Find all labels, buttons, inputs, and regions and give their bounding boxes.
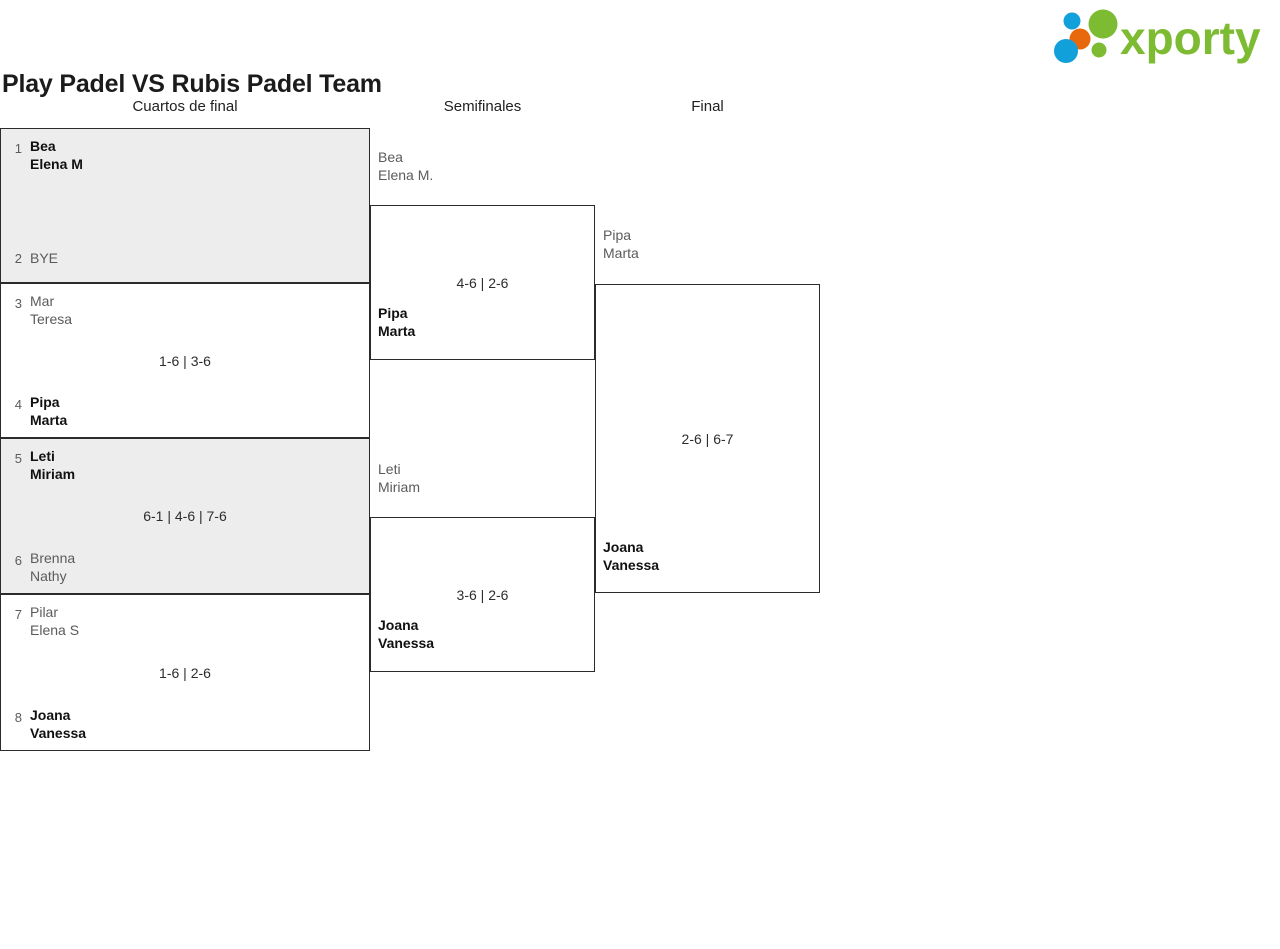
match-entry-top[interactable]: 5 Leti Miriam — [10, 447, 75, 483]
logo-dot-green-small — [1091, 42, 1107, 58]
final-bottom-player: Joana Vanessa — [603, 539, 660, 573]
logo-wordmark: xporty — [1120, 12, 1261, 64]
player-names: Joana Vanessa — [30, 707, 87, 741]
match-score: 1-6 | 2-6 — [159, 664, 211, 681]
seed-number: 5 — [14, 451, 22, 466]
match-score: 6-1 | 4-6 | 7-6 — [143, 508, 227, 524]
match-score: 4-6 | 2-6 — [456, 274, 509, 291]
match-score: 2-6 | 6-7 — [681, 430, 734, 447]
match-entry-bottom[interactable]: 2 BYE — [10, 247, 58, 268]
xporty-logo[interactable]: xporty — [1050, 8, 1276, 68]
match-score: 1-6 | 3-6 — [159, 352, 211, 369]
semifinal-2-top-player: Leti Miriam — [378, 461, 420, 495]
match-final[interactable]: 2-6 | 6-7 — [595, 284, 820, 593]
semifinal-2-bottom-player: Joana Vanessa — [378, 617, 435, 651]
semifinal-1-bottom-player: Pipa Marta — [378, 305, 416, 339]
player-names: BYE — [30, 249, 59, 266]
player-names: Mar Teresa — [30, 293, 73, 327]
logo-dot-blue-top — [1063, 12, 1081, 30]
round-header-semifinals: Semifinales — [443, 98, 522, 115]
player-names: Leti Miriam — [30, 448, 76, 482]
semifinal-1-top-player: Bea Elena M. — [378, 149, 434, 183]
player-names: Pipa Marta — [30, 394, 68, 428]
seed-number: 8 — [14, 710, 22, 725]
seed-number: 6 — [14, 553, 22, 568]
match-entry-top[interactable]: 1 Bea Elena M — [10, 137, 83, 173]
match-entry-top[interactable]: 7 Pilar Elena S — [10, 603, 79, 639]
round-header-final: Final — [691, 98, 724, 115]
seed-number: 3 — [14, 296, 22, 311]
match-semifinal-1[interactable]: 4-6 | 2-6 — [370, 205, 595, 360]
seed-number: 7 — [14, 607, 22, 622]
seed-number: 4 — [14, 397, 22, 412]
seed-number: 2 — [14, 251, 22, 266]
logo-dot-blue-bottom — [1054, 39, 1078, 63]
match-score: 3-6 | 2-6 — [456, 586, 509, 603]
player-names: Bea Elena M — [30, 138, 83, 172]
page-title-line-1: Play Padel VS Rubis Padel Team — [2, 70, 382, 98]
player-names: Brenna Nathy — [30, 550, 76, 584]
match-quarterfinal-1[interactable]: 1 Bea Elena M 2 BYE — [0, 128, 370, 283]
match-entry-bottom[interactable]: 8 Joana Vanessa — [10, 706, 86, 742]
match-entry-bottom[interactable]: 6 Brenna Nathy — [10, 549, 75, 585]
logo-dot-green-large — [1088, 9, 1118, 39]
seed-number: 1 — [14, 141, 22, 156]
match-entry-bottom[interactable]: 4 Pipa Marta — [10, 393, 68, 429]
player-names: Pilar Elena S — [30, 604, 80, 638]
round-header-quarterfinals: Cuartos de final — [132, 98, 238, 115]
match-semifinal-2[interactable]: 3-6 | 2-6 — [370, 517, 595, 672]
final-top-player: Pipa Marta — [603, 227, 639, 261]
match-quarterfinal-3[interactable]: 5 Leti Miriam 6-1 | 4-6 | 7-6 6 Brenna N… — [0, 438, 370, 594]
match-entry-top[interactable]: 3 Mar Teresa — [10, 292, 72, 328]
match-quarterfinal-2[interactable]: 3 Mar Teresa 1-6 | 3-6 4 Pipa Marta — [0, 283, 370, 438]
match-quarterfinal-4[interactable]: 7 Pilar Elena S 1-6 | 2-6 8 Joana Vaness… — [0, 594, 370, 751]
